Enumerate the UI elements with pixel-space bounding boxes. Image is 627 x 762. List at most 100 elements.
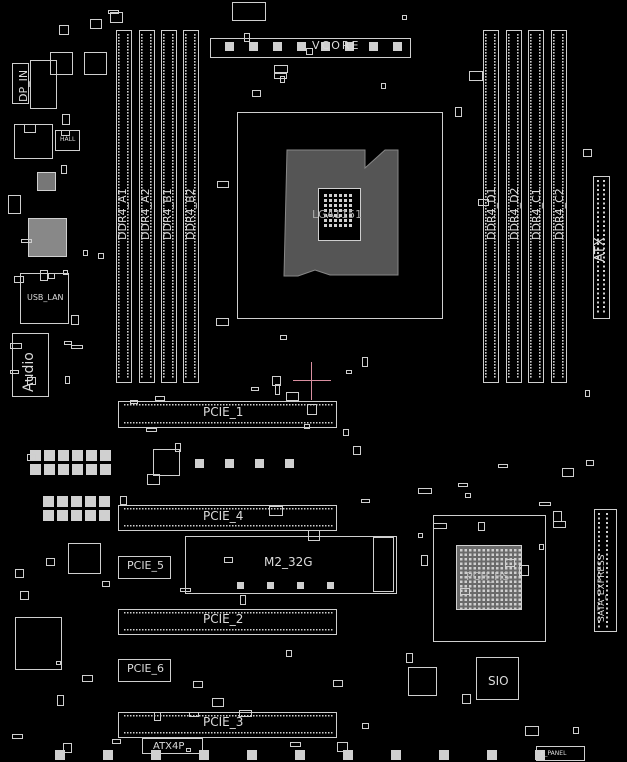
smd-part	[280, 335, 287, 340]
vcore-label: VCORE	[312, 39, 361, 52]
io-small-chip	[37, 172, 56, 191]
smd-part	[10, 343, 22, 349]
dimm-a2-label: DDR4_A2	[139, 188, 152, 240]
smd-part	[189, 712, 199, 717]
smd-part	[120, 496, 127, 505]
smd-part	[553, 521, 566, 528]
smd-part	[56, 661, 61, 665]
usb-lan-connector	[20, 273, 69, 324]
pcie2-slot-pins	[124, 612, 333, 631]
pch-label: PCH_HS	[466, 570, 510, 583]
m2-pads	[237, 582, 334, 589]
smd-part	[102, 581, 110, 587]
smd-part	[478, 522, 485, 531]
dimm-b2-pins-b	[194, 34, 196, 378]
smd-part	[573, 727, 579, 734]
smd-part	[217, 181, 229, 188]
smd-part	[361, 499, 370, 503]
smd-part	[154, 712, 161, 721]
smd-part	[193, 681, 203, 688]
smd-part	[63, 270, 68, 275]
vcore-chokes	[225, 42, 402, 51]
smd-part	[40, 270, 48, 281]
usb-lan-label: USB_LAN	[27, 293, 64, 302]
smd-part	[275, 384, 280, 395]
smd-part	[252, 90, 261, 97]
sata-express-connector	[594, 509, 617, 632]
smd-part	[71, 345, 83, 349]
smd-part	[15, 569, 24, 578]
pch-outline	[433, 515, 546, 642]
smd-part	[433, 523, 447, 529]
smd-part	[539, 544, 544, 550]
atx4p-connector	[142, 738, 203, 754]
top-left-block-a	[50, 52, 73, 75]
pcie5-slot	[118, 556, 171, 579]
smd-part	[61, 165, 67, 174]
atx-connector-label: ATX	[593, 237, 608, 262]
dimm-c2-slot	[528, 30, 544, 383]
smd-part	[418, 533, 423, 538]
smd-part	[586, 460, 594, 466]
smd-part	[61, 130, 70, 136]
smd-part	[585, 390, 590, 397]
smd-part	[216, 318, 229, 326]
smd-part	[24, 124, 36, 133]
smd-part	[553, 511, 562, 522]
smd-part	[455, 107, 462, 117]
m2-label: M2_32G	[264, 555, 313, 569]
smd-part	[20, 591, 29, 600]
smd-part	[224, 557, 233, 563]
pcie6-label: PCIE_6	[127, 662, 165, 675]
smd-part	[239, 710, 252, 717]
smd-part	[110, 12, 123, 23]
smd-part	[251, 387, 259, 391]
dimm-c3-pins	[553, 34, 555, 378]
bottom-headers	[55, 750, 545, 760]
smd-part	[465, 493, 471, 498]
m2-connector	[373, 537, 394, 592]
smd-part	[343, 429, 349, 436]
dp-in-label: DP_IN	[17, 69, 30, 102]
smd-part	[82, 675, 93, 682]
smd-part	[65, 376, 70, 384]
smd-part	[290, 742, 301, 747]
dimm-d1-pins-b	[494, 34, 496, 378]
sata-pins	[598, 513, 608, 628]
smd-part	[306, 48, 313, 55]
audio-label: Audio	[21, 352, 37, 392]
io-block	[14, 124, 53, 159]
smd-part	[304, 424, 310, 429]
smd-part	[418, 488, 432, 494]
pcie1-label: PCIE_1	[203, 405, 244, 419]
pcie3-label: PCIE_3	[203, 715, 244, 729]
sio-chip	[476, 657, 519, 700]
smd-part	[458, 483, 468, 487]
smd-part	[346, 370, 352, 374]
smd-part	[12, 734, 23, 739]
atx-pins	[597, 180, 605, 313]
dimm-c1-pins-b	[517, 34, 519, 378]
smd-part	[130, 400, 138, 404]
dp-in-block	[30, 60, 57, 109]
pcie-switch-chip	[153, 449, 180, 476]
dimm-c1-pins	[508, 34, 510, 378]
smd-part	[562, 468, 574, 477]
smd-part	[64, 341, 72, 345]
pcie6-slot	[118, 659, 171, 682]
smd-part	[112, 739, 121, 744]
smd-part	[10, 370, 19, 374]
smd-part	[307, 404, 317, 415]
dimm-c3-slot	[551, 30, 567, 383]
cpu-socket-label: LGA1151	[312, 208, 363, 221]
smd-part	[478, 199, 489, 206]
smd-part	[98, 253, 104, 259]
pcie4-slot	[118, 505, 337, 531]
dimm-d1-pins	[485, 34, 487, 378]
smd-part	[462, 694, 471, 704]
pcie3-slot-pins	[124, 715, 333, 734]
smd-part	[381, 83, 386, 89]
sio-side-chip	[408, 667, 437, 696]
